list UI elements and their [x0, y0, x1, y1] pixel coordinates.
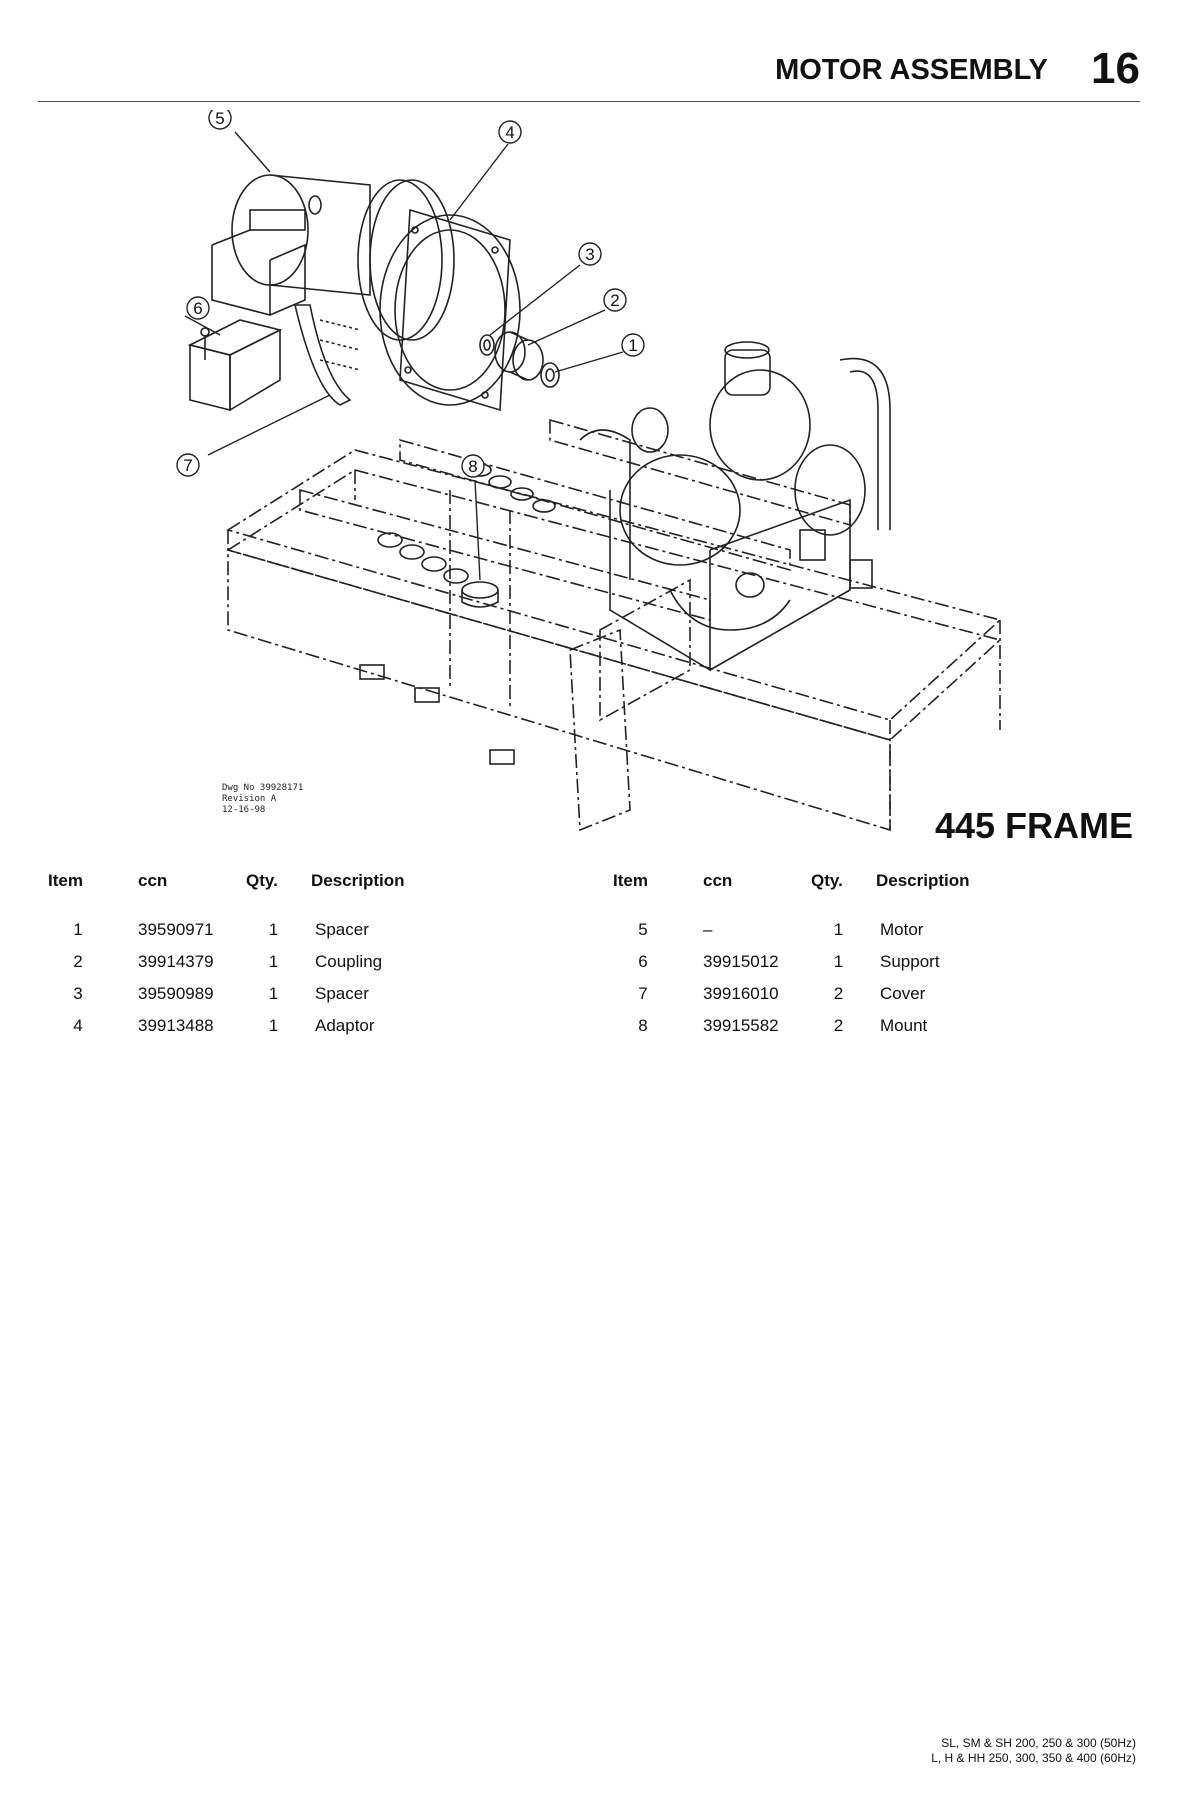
- cell-qty: 1: [268, 952, 279, 971]
- table-row: 3 39590989 1 Spacer: [48, 978, 475, 1010]
- cell-item: 7: [638, 984, 648, 1003]
- callout-label-3: 3: [585, 245, 594, 264]
- callout-label-6: 6: [193, 299, 202, 318]
- cell-description: Adaptor: [315, 1016, 375, 1035]
- cell-ccn: 39915012: [703, 952, 779, 971]
- table-header-row: Item ccn Qty. Description: [48, 870, 475, 914]
- cell-ccn: 39915582: [703, 1016, 779, 1035]
- cell-qty: 2: [833, 1016, 844, 1035]
- cell-ccn: 39916010: [703, 984, 779, 1003]
- col-header-qty: Qty.: [246, 871, 278, 890]
- cell-description: Motor: [880, 920, 924, 939]
- dwg-date: 12-16-98: [222, 805, 265, 815]
- callout-8: [461, 454, 485, 478]
- col-header-ccn: ccn: [703, 871, 733, 890]
- footer-line-2: L, H & HH 250, 300, 350 & 400 (60Hz): [931, 1751, 1136, 1765]
- col-header-description: Description: [311, 871, 405, 890]
- cell-item: 3: [73, 984, 83, 1003]
- spacer-upper: [479, 334, 495, 356]
- callout-7: [176, 453, 200, 477]
- parts-table-right: Item ccn Qty. Description 5 – 1 Motor 6 …: [613, 870, 1040, 1042]
- dwg-revision: Revision A: [222, 794, 277, 804]
- spacer-lower: [540, 362, 560, 388]
- parts-table-left: Item ccn Qty. Description 1 39590971 1 S…: [48, 870, 475, 1042]
- callout-6: [186, 296, 210, 320]
- base-slots: [359, 463, 556, 765]
- motor-cover: [293, 304, 361, 406]
- motor: [211, 174, 455, 341]
- cell-item: 2: [73, 952, 83, 971]
- callout-4: [498, 120, 522, 144]
- callout-label-4: 4: [505, 123, 514, 142]
- frame-label: 445 FRAME: [934, 805, 1133, 846]
- col-header-item: Item: [613, 871, 648, 890]
- cell-ccn: –: [703, 920, 713, 939]
- cell-description: Coupling: [315, 952, 383, 971]
- col-header-item: Item: [48, 871, 83, 890]
- callouts: [176, 110, 645, 581]
- adaptor: [379, 208, 521, 412]
- cell-ccn: 39590971: [138, 920, 214, 939]
- cell-qty: 1: [268, 1016, 279, 1035]
- header-divider: [38, 101, 1140, 102]
- cell-item: 4: [73, 1016, 83, 1035]
- table-row: 4 39913488 1 Adaptor: [48, 1010, 475, 1042]
- cell-item: 6: [638, 952, 648, 971]
- table-row: 1 39590971 1 Spacer: [48, 914, 475, 946]
- cell-qty: 1: [833, 952, 844, 971]
- cell-description: Spacer: [315, 920, 369, 939]
- motor-assembly-drawing: 5 4 3 2 1 6 7 8 Dwg No 39928171 Revision…: [176, 110, 1002, 832]
- cell-description: Mount: [880, 1016, 928, 1035]
- callout-label-7: 7: [183, 456, 192, 475]
- col-header-qty: Qty.: [811, 871, 843, 890]
- base-frame: [226, 418, 1002, 832]
- dwg-number: Dwg No 39928171: [222, 783, 303, 793]
- callout-3: [578, 242, 602, 266]
- cell-description: Cover: [880, 984, 926, 1003]
- table-header-row: Item ccn Qty. Description: [613, 870, 1040, 914]
- callout-label-8: 8: [468, 457, 477, 476]
- table-row: 6 39915012 1 Support: [613, 946, 1040, 978]
- motor-support: [187, 319, 283, 412]
- cell-ccn: 39913488: [138, 1016, 214, 1035]
- callout-label-2: 2: [610, 291, 619, 310]
- table-row: 2 39914379 1 Coupling: [48, 946, 475, 978]
- col-header-description: Description: [876, 871, 970, 890]
- table-row: 5 – 1 Motor: [613, 914, 1040, 946]
- callout-1: [621, 333, 645, 357]
- callout-5: [208, 110, 232, 130]
- table-row: 8 39915582 2 Mount: [613, 1010, 1040, 1042]
- compressor-airend: [579, 341, 891, 672]
- cell-description: Spacer: [315, 984, 369, 1003]
- page-title: MOTOR ASSEMBLY: [775, 54, 1048, 86]
- cell-qty: 1: [268, 920, 279, 939]
- footer-model-info: SL, SM & SH 200, 250 & 300 (50Hz) L, H &…: [931, 1736, 1136, 1766]
- cell-qty: 1: [268, 984, 279, 1003]
- cell-description: Support: [880, 952, 940, 971]
- callout-label-1: 1: [628, 336, 637, 355]
- cell-item: 5: [638, 920, 648, 939]
- cell-ccn: 39590989: [138, 984, 214, 1003]
- col-header-ccn: ccn: [138, 871, 168, 890]
- table-row: 7 39916010 2 Cover: [613, 978, 1040, 1010]
- footer-line-1: SL, SM & SH 200, 250 & 300 (50Hz): [941, 1736, 1136, 1750]
- cell-item: 8: [638, 1016, 648, 1035]
- cell-item: 1: [73, 920, 83, 939]
- page-number: 16: [1091, 44, 1140, 93]
- callout-label-5: 5: [215, 110, 224, 128]
- cell-qty: 2: [833, 984, 844, 1003]
- cell-qty: 1: [833, 920, 844, 939]
- cell-ccn: 39914379: [138, 952, 214, 971]
- coupling: [494, 331, 544, 381]
- mount: [461, 581, 499, 608]
- callout-2: [603, 288, 627, 312]
